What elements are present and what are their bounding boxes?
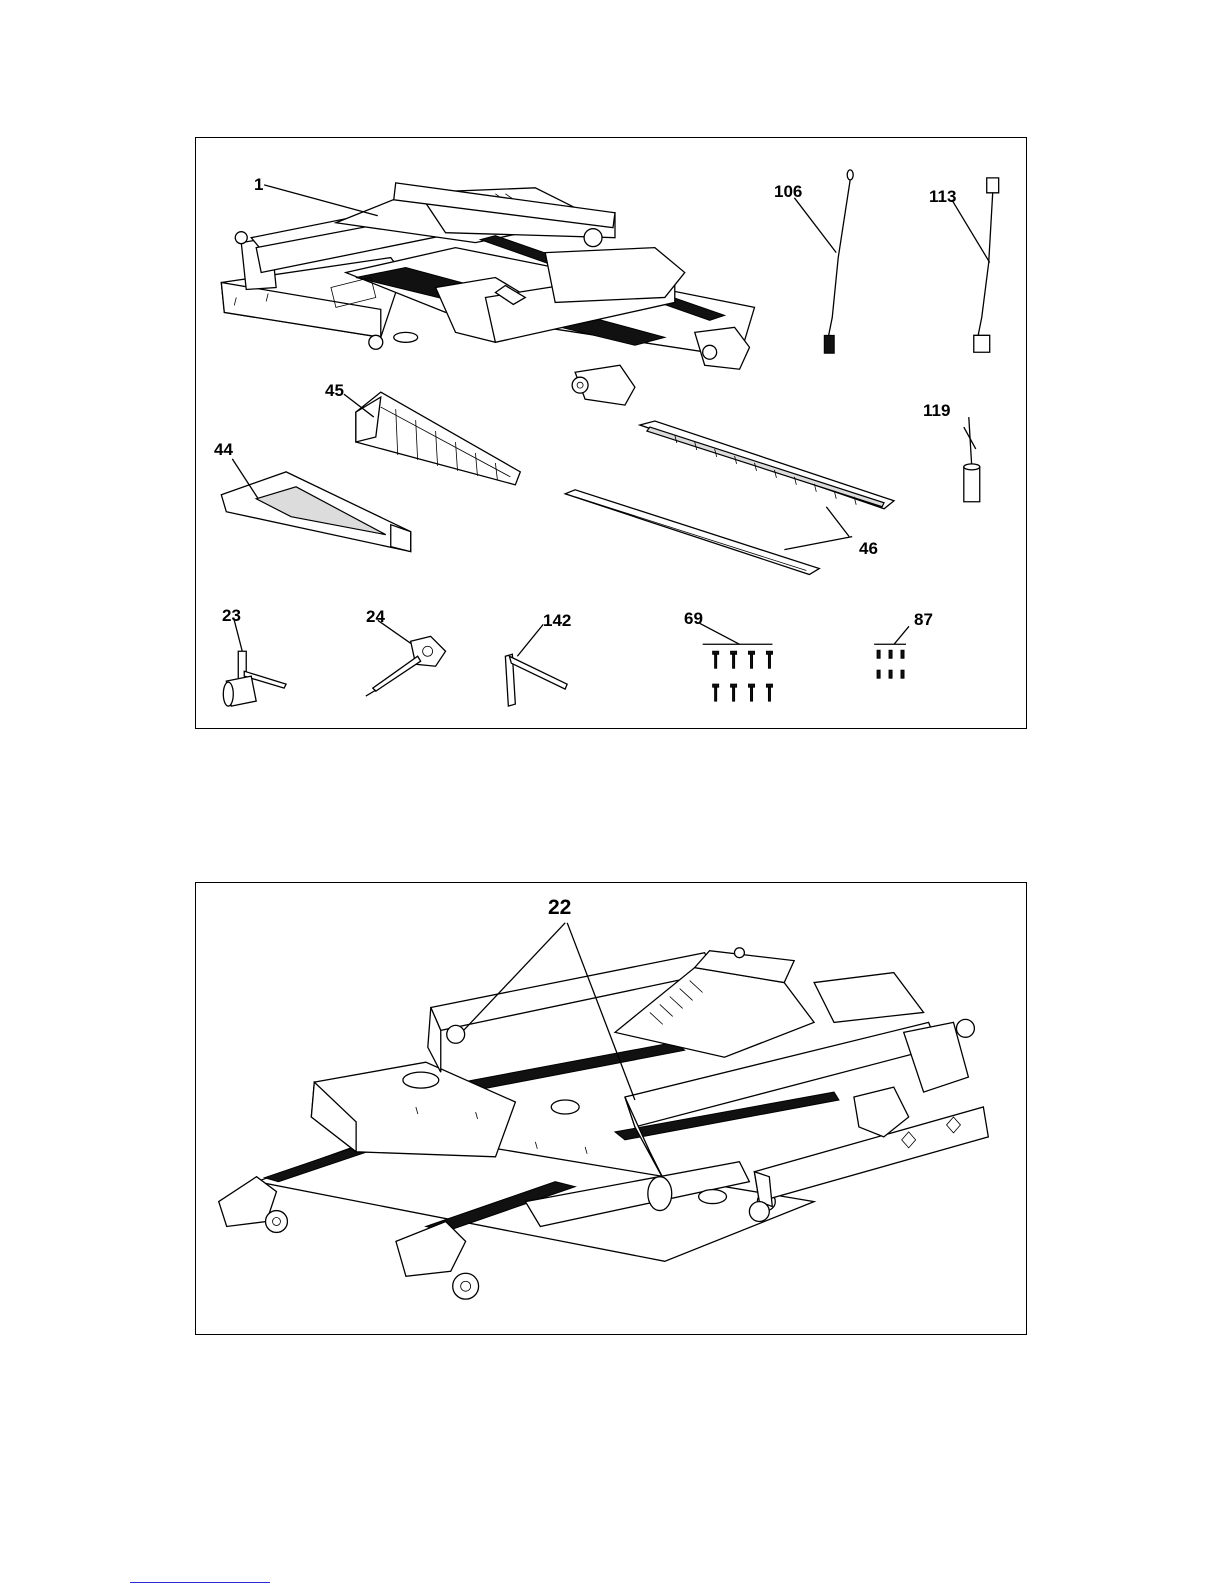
part-69-bolts-drawing — [700, 623, 773, 701]
callout-23: 23 — [222, 607, 241, 624]
callout-69: 69 — [684, 610, 703, 627]
folded-treadmill-figure: 22 — [195, 882, 1027, 1335]
part-119-sensor-drawing — [964, 417, 980, 502]
callout-87: 87 — [914, 611, 933, 628]
part-24-wrench-drawing — [366, 620, 446, 696]
callout-44: 44 — [214, 441, 233, 458]
folded-treadmill-drawing — [196, 883, 1026, 1334]
callout-45: 45 — [325, 382, 344, 399]
callout-46: 46 — [859, 540, 878, 557]
part-45-cover-drawing — [344, 392, 520, 485]
callout-22: 22 — [548, 897, 571, 918]
part-87-screws-drawing — [874, 626, 909, 678]
callout-106: 106 — [774, 183, 802, 200]
cable-113-drawing — [952, 178, 999, 352]
footer-link-underline — [130, 1582, 270, 1583]
treadmill-frame-drawing — [221, 183, 754, 405]
callout-142: 142 — [543, 612, 571, 629]
callout-1: 1 — [254, 176, 263, 193]
cable-106-drawing — [794, 170, 853, 353]
parts-overview-drawing — [196, 138, 1026, 728]
part-23-wrench-drawing — [223, 620, 286, 706]
part-46-rails-drawing — [565, 421, 894, 574]
parts-overview-figure: 1 106 113 45 44 119 46 23 24 142 69 87 — [195, 137, 1027, 729]
part-44-cover-drawing — [221, 459, 410, 552]
part-142-hexkey-drawing — [505, 624, 567, 706]
callout-113: 113 — [929, 188, 956, 205]
callout-24: 24 — [366, 608, 385, 625]
treadmill-folded-drawing — [219, 948, 989, 1299]
callout-119: 119 — [923, 402, 950, 419]
